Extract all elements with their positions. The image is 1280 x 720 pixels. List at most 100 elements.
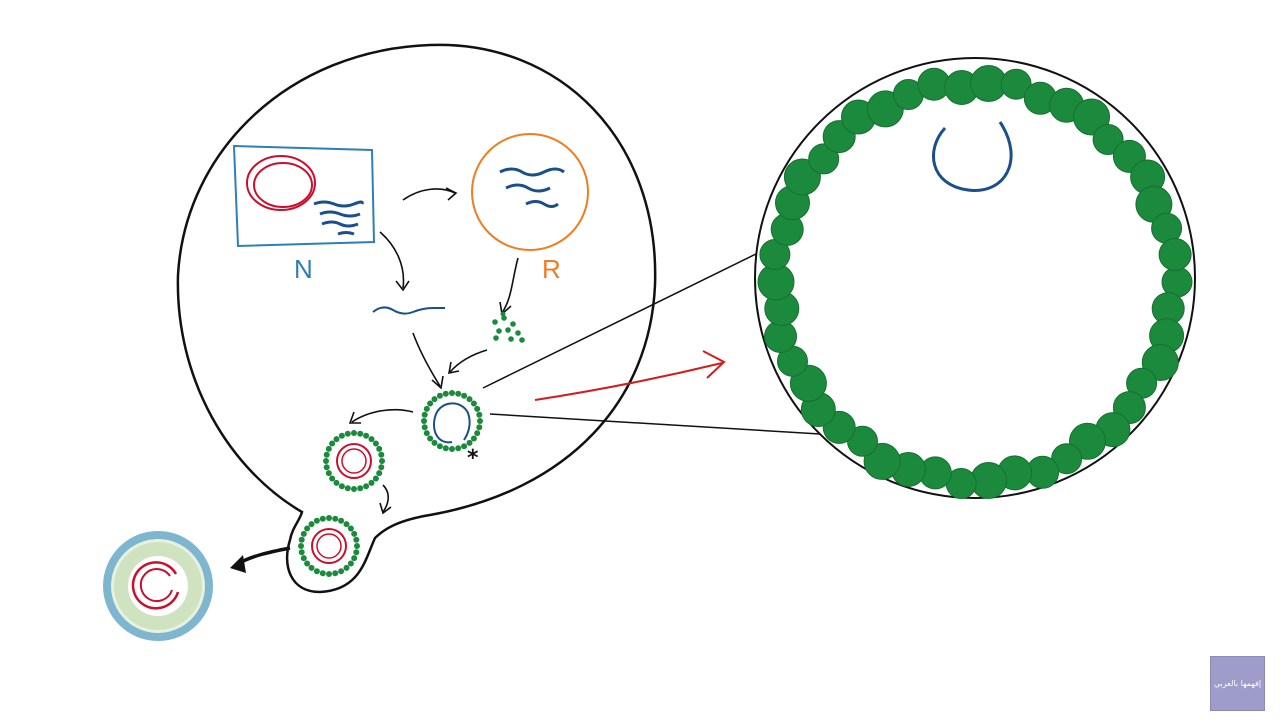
capsid-with-rna [421,390,483,452]
capsid-proteins [492,311,525,343]
capsid-protein [466,396,473,403]
capsid-protein [372,440,379,447]
nucleus-label: N [294,254,313,284]
capsid-protein [376,470,383,477]
capsid-protein [313,517,320,524]
watermark-logo: إفهمها بالعربي [1210,656,1265,711]
capsid-protein [338,432,345,439]
capsid-protein [329,475,336,482]
capsid-protein [353,549,360,556]
capsid-protein [298,543,304,549]
capsid-protein [372,475,379,482]
capsid-protein [308,521,315,528]
capsid-protein [319,515,326,522]
asterisk-icon: * [467,446,479,471]
capsid-protein [476,411,483,418]
capsid-protein [304,525,311,532]
capsid-protein [326,571,332,577]
capsid-protein [347,560,354,567]
capsid-protein [476,424,483,431]
capsid-protein [431,396,438,403]
capsid-protein [332,570,339,577]
capsid-protein [319,570,326,577]
capsid-protein [378,464,385,471]
capsid-protein [354,543,360,549]
capsid-protein [333,479,340,486]
capsid-protein [442,445,449,452]
rna-strand [372,306,445,315]
capsid-protein [357,430,364,437]
capsid-protein [300,530,307,537]
capsid-protein [461,443,468,450]
capsid-protein [368,479,375,486]
capsid-protein [343,521,350,528]
capsid-protein [363,432,370,439]
capsid-protein [421,411,428,418]
capsid-protein [329,440,336,447]
capsid-protein [333,436,340,443]
capsid-protein [343,564,350,571]
capsid-protein [308,564,315,571]
capsid-protein [1158,238,1192,271]
capsid-protein [300,555,307,562]
capsid-protein [313,568,320,575]
nucleus [232,144,376,248]
capsid-protein [326,515,332,521]
capsid-protein [423,405,430,412]
capsid-protein [436,392,443,399]
zoom-line-bottom [489,413,821,435]
zoom-line-top [482,251,761,389]
capsid-with-dna [323,430,385,492]
capsid-protein [436,443,443,450]
capsid-protein [353,536,360,543]
capsid-protein [344,485,351,492]
red-arrow [534,362,723,401]
capsid-protein [344,430,351,437]
process-arrows [348,187,519,515]
capsid-protein [325,445,332,452]
capsid-protein [474,405,481,412]
capsid-protein [470,435,477,442]
capsid-protein [379,458,385,464]
capsid-protein [298,549,305,556]
capsid-protein [423,430,430,437]
capsid-protein [338,483,345,490]
enveloped-virion [103,531,213,641]
capsid-protein [298,536,305,543]
capsid-protein [323,458,329,464]
capsid-protein [455,445,462,452]
capsid-protein [323,464,330,471]
ribosome [471,133,589,251]
capsid-protein [351,430,357,436]
capsid-protein [351,555,358,562]
host-cell-membrane [176,43,657,594]
capsid-protein [357,485,364,492]
capsid-protein [323,451,330,458]
capsid-protein [351,486,357,492]
capsid-protein [449,446,455,452]
capsid-protein [421,424,428,431]
capsid-protein [347,525,354,532]
capsid-protein [1092,124,1124,155]
capsid-protein [368,436,375,443]
capsid-protein [470,400,477,407]
capsid-protein [332,515,339,522]
zoomed-capsid [754,57,1196,499]
capsid-protein [304,560,311,567]
capsid-protein [442,390,449,397]
capsid-protein [431,439,438,446]
capsid-protein [461,392,468,399]
capsid-protein [363,483,370,490]
ribosome-label: R [542,254,561,284]
capsid-protein [466,439,473,446]
capsid-protein [427,400,434,407]
capsid-protein [421,418,427,424]
capsid-protein [351,530,358,537]
watermark-text: إفهمها بالعربي [1213,679,1262,688]
capsid-protein [477,418,483,424]
capsid-protein [455,390,462,397]
capsid-protein [427,435,434,442]
capsid-protein [338,568,345,575]
capsid-protein [449,390,455,396]
